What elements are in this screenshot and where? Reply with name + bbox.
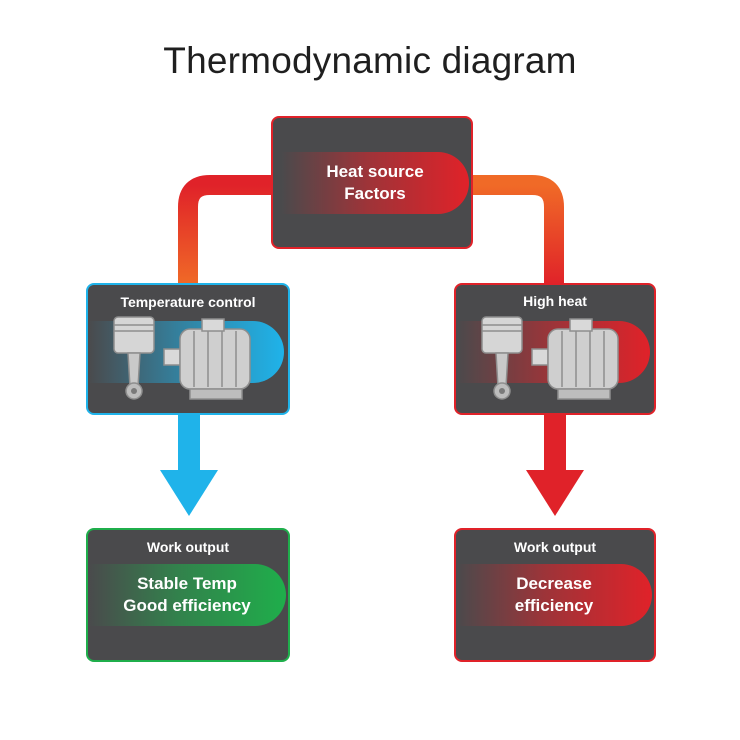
page-title: Thermodynamic diagram bbox=[163, 40, 577, 81]
heat-source-pill: Heat source Factors bbox=[281, 152, 469, 214]
heat-source-box: Heat source Factors bbox=[271, 116, 473, 249]
heat-source-line1: Heat source bbox=[326, 161, 424, 181]
work-output-good-line2: Good efficiency bbox=[123, 596, 251, 615]
work-output-good-pill: Stable Temp Good efficiency bbox=[88, 564, 286, 626]
electric-motor-icon bbox=[163, 318, 251, 400]
high-heat-title: High heat bbox=[523, 293, 587, 309]
work-output-good-box: Work output Stable Temp Good efficiency bbox=[86, 528, 290, 662]
piston-icon bbox=[113, 316, 155, 400]
arrow-down-blue-icon bbox=[160, 414, 218, 516]
heat-source-line2: Factors bbox=[344, 184, 406, 203]
work-output-good-line1: Stable Temp bbox=[137, 573, 237, 593]
connector-left bbox=[178, 175, 275, 285]
piston-icon bbox=[481, 316, 523, 400]
work-output-good-title: Work output bbox=[146, 539, 230, 555]
work-output-bad-line1: Decrease bbox=[516, 573, 592, 593]
work-output-bad-line2: efficiency bbox=[514, 596, 594, 615]
high-heat-box: High heat bbox=[454, 283, 656, 415]
high-heat-icons bbox=[481, 316, 619, 400]
connector-right bbox=[472, 175, 564, 285]
electric-motor-icon bbox=[531, 318, 619, 400]
temperature-control-box: Temperature control bbox=[86, 283, 290, 415]
work-output-bad-box: Work output Decrease efficiency bbox=[454, 528, 656, 662]
temperature-control-title: Temperature control bbox=[120, 294, 256, 310]
work-output-bad-title: Work output bbox=[513, 539, 597, 555]
arrow-down-red-icon bbox=[526, 412, 584, 516]
work-output-bad-pill: Decrease efficiency bbox=[456, 564, 652, 626]
temperature-control-icons bbox=[113, 316, 251, 400]
